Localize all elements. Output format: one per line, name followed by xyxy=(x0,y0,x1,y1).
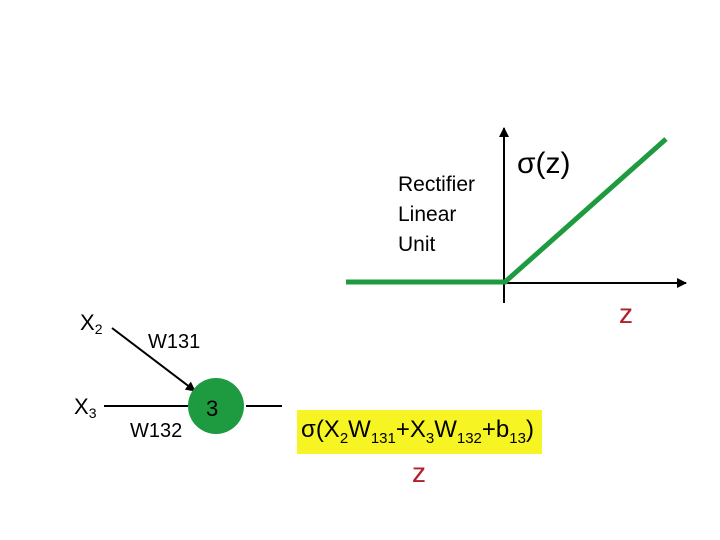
formula-prefix: σ(X xyxy=(301,416,340,443)
input-x3-sub: 3 xyxy=(88,405,97,421)
relu-label: Rectifier Linear Unit xyxy=(398,170,475,260)
relu-curve xyxy=(346,137,668,285)
formula-w2: W xyxy=(434,416,457,443)
formula-sub-2: 131 xyxy=(370,430,396,447)
formula-suffix: ) xyxy=(525,416,534,443)
input-x3-name: X xyxy=(74,394,89,419)
input-x2-name: X xyxy=(80,310,95,335)
input-x3: X3 xyxy=(74,394,97,421)
weight-w131: W131 xyxy=(148,331,201,353)
neuron-node xyxy=(188,378,244,434)
input-x2-sub: 2 xyxy=(94,321,103,337)
relu-label-line-1: Rectifier xyxy=(398,173,476,196)
formula-sub-3: 3 xyxy=(425,430,435,447)
formula-sub-5: 13 xyxy=(509,430,526,447)
x-axis-label: z xyxy=(619,298,633,329)
weight-w132: W132 xyxy=(130,420,183,442)
activation-formula: σ(X2W131+X3W132+b13) xyxy=(297,410,542,454)
output-z-label: z xyxy=(412,457,426,488)
relu-label-line-3: Unit xyxy=(398,233,436,256)
formula-plus-1: +X xyxy=(395,416,426,443)
input-line-x2 xyxy=(111,327,196,392)
formula-sub-1: 2 xyxy=(339,430,349,447)
relu-label-line-2: Linear xyxy=(398,203,457,226)
formula-sub-4: 132 xyxy=(456,430,482,447)
node-label: 3 xyxy=(206,396,219,421)
input-x2: X2 xyxy=(80,310,103,337)
formula-w1: W xyxy=(348,416,371,443)
y-axis-label: σ(z) xyxy=(517,147,571,180)
formula-plus-2: +b xyxy=(481,416,510,443)
